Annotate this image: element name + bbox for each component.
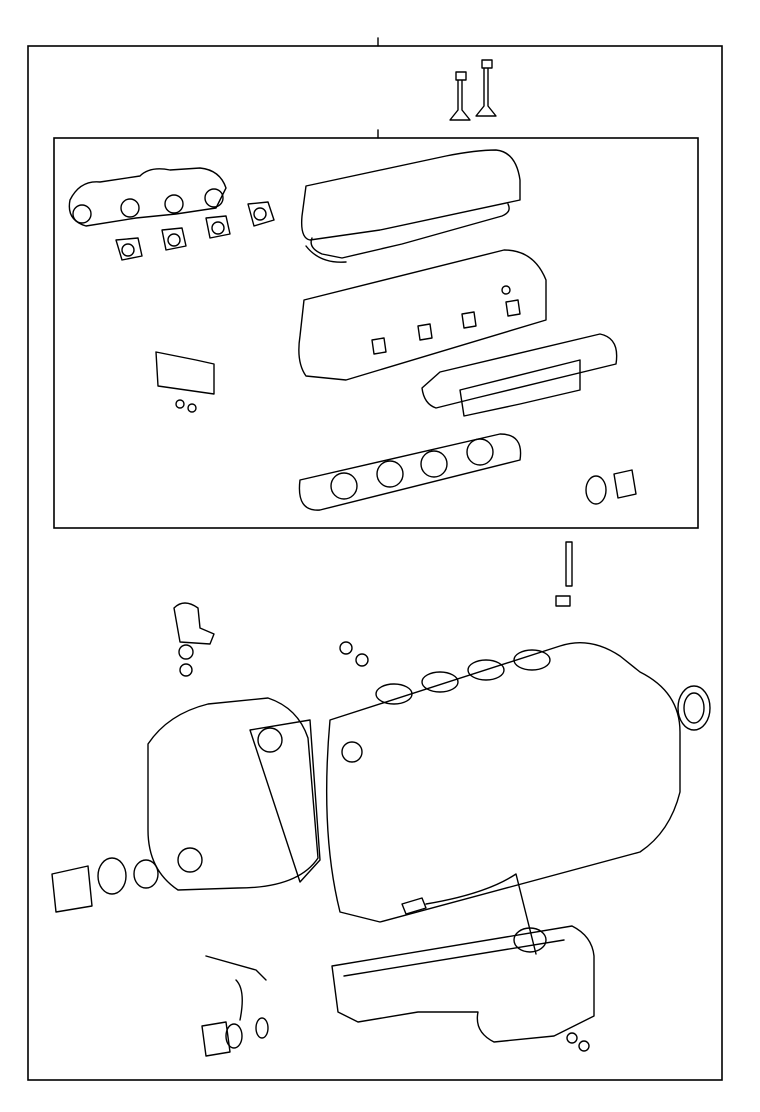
drain-plug [566,1032,590,1052]
rear-oil-seal [677,685,711,731]
exhaust-manifold-gasket [68,167,275,261]
inner-oring-seal [585,469,637,505]
dipstick-guide [555,541,573,607]
cylinder-head [298,249,547,381]
water-outlet-gasket [155,351,215,413]
engine-valves [449,59,497,121]
intake-manifold-gasket [421,333,618,417]
front-seals [51,857,159,913]
outer-kit-frame [27,45,723,1081]
oil-pan [331,925,595,1043]
timing-cover [147,697,321,891]
water-inlet-housing [173,602,215,677]
plug-washers [339,641,369,667]
inner-kit-frame [53,137,699,529]
oil-strainer [401,873,547,955]
cylinder-block [325,641,681,923]
valve-cover [300,149,521,263]
oil-pump-gasket [201,955,269,1057]
cylinder-head-gasket [298,433,522,511]
